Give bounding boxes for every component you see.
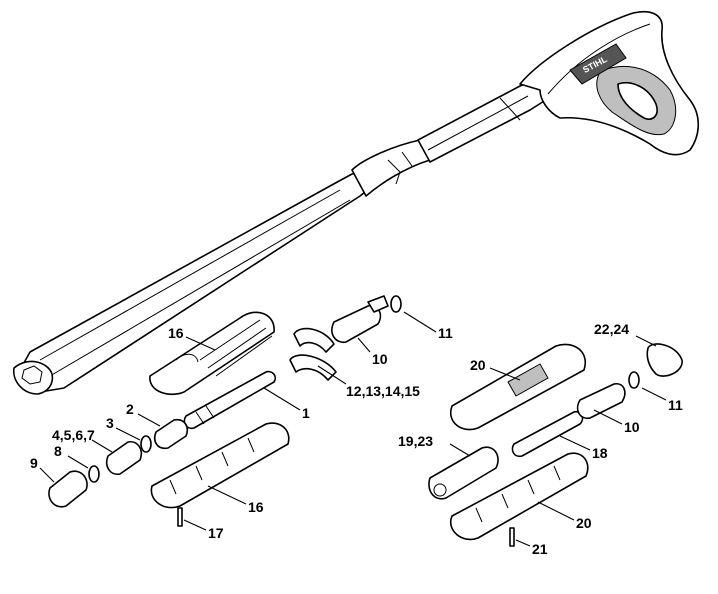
callout-1: 1 <box>302 405 310 421</box>
right-assembly <box>428 343 683 547</box>
callout-labels: 16 11 10 12,13,14,15 1 2 3 4,5,6,7 8 9 1… <box>30 321 683 557</box>
callout-18: 18 <box>592 445 608 461</box>
callout-19-23: 19,23 <box>398 433 433 449</box>
part-18-tube <box>511 410 584 458</box>
callout-4-5-6-7: 4,5,6,7 <box>52 427 95 443</box>
callout-16b: 16 <box>248 499 264 515</box>
part-11a-oring <box>390 295 402 313</box>
callout-10a: 10 <box>372 351 388 367</box>
part-13-clip <box>289 354 337 381</box>
part-22-ring <box>646 343 683 377</box>
part-9-cap <box>48 470 88 508</box>
part-3-oring <box>140 435 152 453</box>
part-10b-connector <box>576 382 626 420</box>
part-21-screw <box>509 527 515 547</box>
part-16-lower-shell <box>150 422 290 509</box>
left-assembly <box>48 295 402 527</box>
part-19-fitting <box>428 446 499 500</box>
part-12-clip <box>293 327 335 353</box>
part-8-oring <box>88 465 100 483</box>
callout-21: 21 <box>532 541 548 557</box>
callout-8: 8 <box>54 443 62 459</box>
part-16-upper-shell <box>149 311 275 396</box>
part-17-screw <box>177 507 183 527</box>
callout-11b: 11 <box>668 397 683 413</box>
callout-2: 2 <box>126 401 134 417</box>
part-11b-oring <box>628 371 640 389</box>
leader-lines <box>39 311 667 547</box>
callout-12-13-14-15: 12,13,14,15 <box>346 383 420 399</box>
callout-20a: 20 <box>470 357 486 373</box>
callout-11a: 11 <box>438 325 453 341</box>
callout-20b: 20 <box>576 515 592 531</box>
spray-wand: STIHL <box>13 10 700 395</box>
part-4-nozzle <box>105 440 143 476</box>
part-20-lower-shell <box>449 452 589 541</box>
callout-16a: 16 <box>168 325 184 341</box>
callout-9: 9 <box>30 455 38 471</box>
callout-17: 17 <box>208 525 224 541</box>
part-2-fitting <box>153 418 189 450</box>
callout-3: 3 <box>106 415 114 431</box>
callout-22-24: 22,24 <box>594 321 629 337</box>
callout-10b: 10 <box>624 419 640 435</box>
